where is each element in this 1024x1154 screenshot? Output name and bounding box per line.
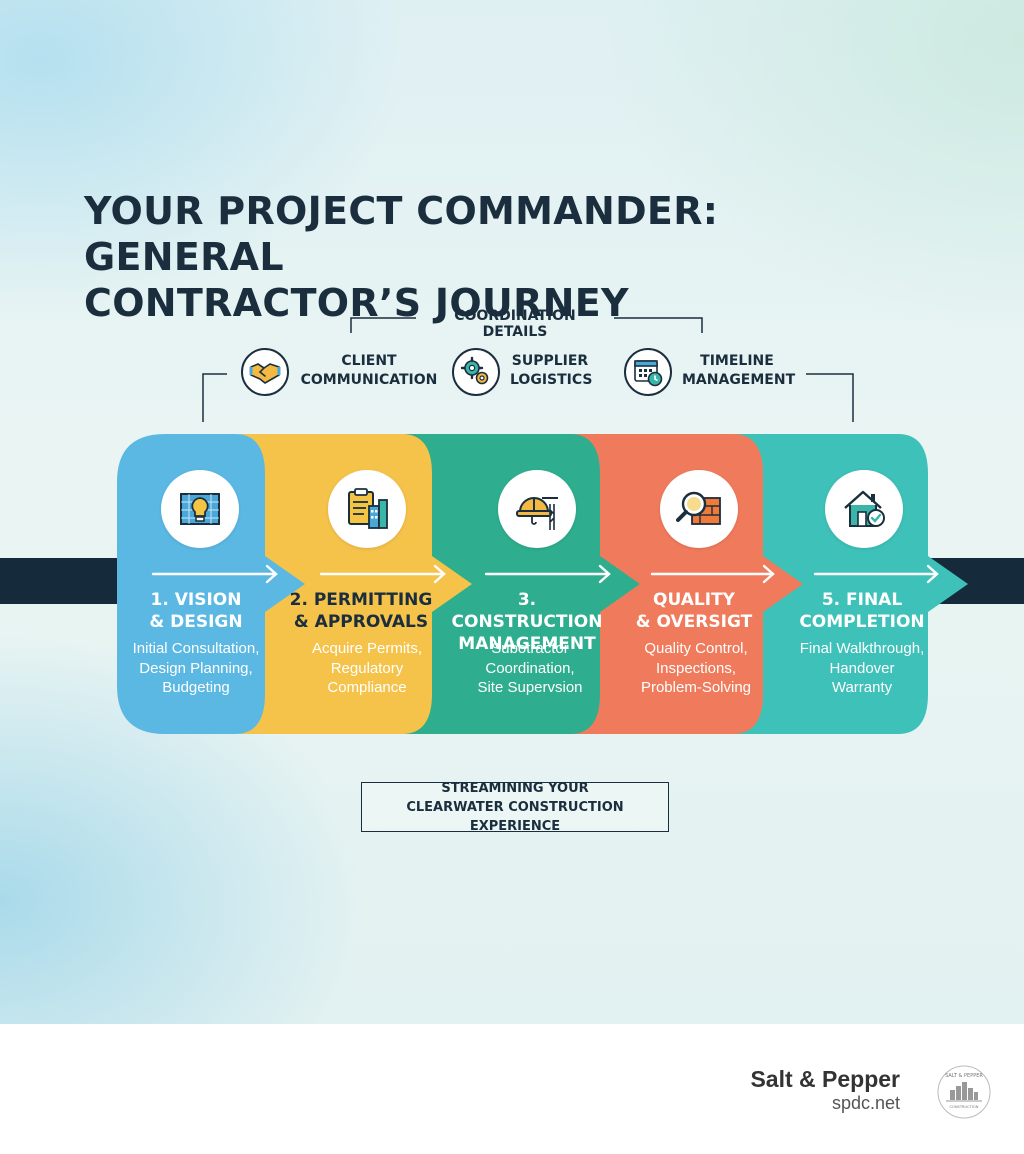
- hardhat-crane-icon: [498, 470, 576, 548]
- step-description: Quality Control, Inspections, Problem-So…: [640, 640, 752, 696]
- step-shape: [571, 434, 803, 734]
- gears-icon: [452, 348, 500, 396]
- step-description: Acquire Permits, Regulatory Compliance: [311, 640, 423, 696]
- brand-name: Salt & Pepper: [750, 1066, 900, 1092]
- step-description: Initial Consultation, Design Planning, B…: [132, 640, 260, 696]
- coordination-label: CLIENT COMMUNICATION: [300, 353, 438, 388]
- step-title: 5. FINAL COMPLETION: [799, 590, 925, 632]
- step-title: 3. CONSTRUCTION MANAGEMENT: [451, 590, 603, 654]
- brand-website: spdc.net: [831, 1093, 900, 1113]
- step-shape: [736, 434, 968, 734]
- coordination-heading: COORDINATION DETAILS: [454, 308, 576, 340]
- house-check-icon: [825, 470, 903, 548]
- step-title: 2. PERMITTING & APPROVALS: [289, 590, 433, 632]
- step-shape: [404, 434, 640, 734]
- flow-arrow: [319, 564, 446, 584]
- step-title: 1. VISION & DESIGN: [149, 590, 243, 632]
- handshake-icon: [241, 348, 289, 396]
- footer: [0, 1024, 1024, 1154]
- svg-text:CONSTRUCTION: CONSTRUCTION: [950, 1105, 979, 1109]
- flow-arrow: [813, 564, 939, 584]
- coordination-label: SUPPLIER LOGISTICS: [510, 353, 593, 388]
- magnifier-bricks-icon: [660, 470, 738, 548]
- title-line-1: YOUR PROJECT COMMANDER: GENERAL: [84, 189, 719, 279]
- clipboard-building-icon: [328, 470, 406, 548]
- step-description: Subotractor Coordination, Site Supervsio…: [477, 640, 583, 696]
- step-description: Final Walkthrough, Handover Warranty: [799, 640, 925, 696]
- flow-arrow: [151, 564, 278, 584]
- company-logo: SALT & PEPPER CONSTRUCTION: [936, 1064, 992, 1120]
- tagline-banner: STREAMINING YOUR CLEARWATER CONSTRUCTION…: [361, 781, 669, 834]
- page-title: YOUR PROJECT COMMANDER: GENERAL CONTRACT…: [84, 188, 904, 326]
- svg-text:SALT & PEPPER: SALT & PEPPER: [945, 1073, 983, 1079]
- infographic-canvas: YOUR PROJECT COMMANDER: GENERAL CONTRACT…: [0, 0, 1024, 1024]
- step-title: QUALITY & OVERSIGT: [635, 590, 753, 632]
- blueprint-lightbulb-icon: [161, 470, 239, 548]
- calendar-clock-icon: [624, 348, 672, 396]
- coordination-label: TIMELINE MANAGEMENT: [682, 353, 796, 388]
- flow-arrow: [650, 564, 775, 584]
- coordination-brackets: [202, 317, 854, 422]
- flow-arrow: [484, 564, 611, 584]
- step-shape: [239, 434, 472, 734]
